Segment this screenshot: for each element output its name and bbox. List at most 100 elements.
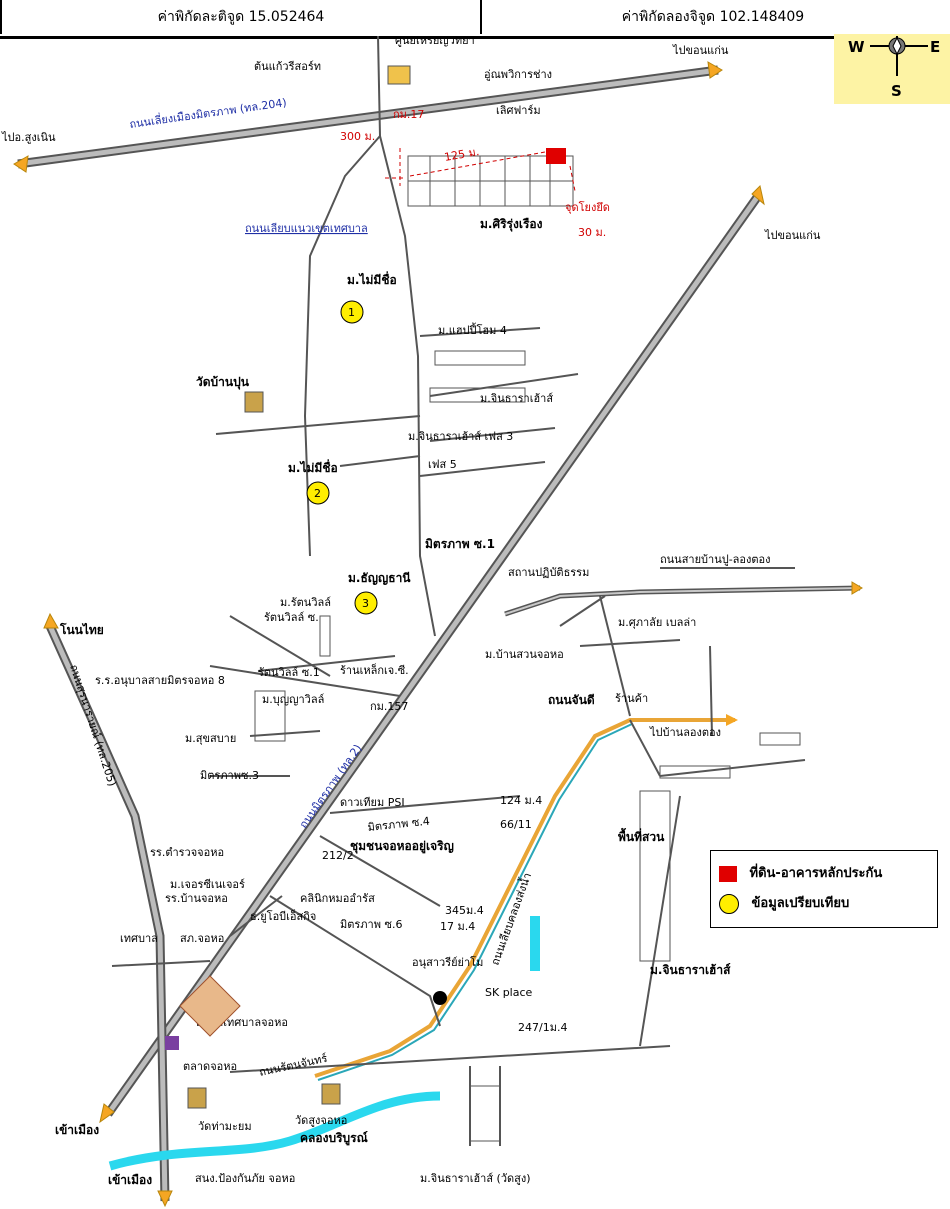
highway-2 (99, 185, 765, 1124)
road-chanthi-label: ถนนจันดี (548, 693, 595, 707)
place-resort: ต้นแก้วรีสอร์ท (254, 60, 321, 73)
place-bank: ธ.ยูโอบีเอ็สกิจ (250, 909, 316, 923)
place-kaewtien: ดาวเทียม PSI (340, 796, 405, 809)
compass-west: W (848, 38, 865, 56)
legend-comparable-label: ข้อมูลเปรียบเทียบ (751, 896, 850, 911)
place-khlong: คลองบริบูรณ์ (300, 1131, 368, 1146)
legend-subject-swatch (719, 865, 737, 882)
comparable-marker-3[interactable]: 3 (354, 591, 378, 615)
compass-south: S (891, 82, 902, 100)
place-rattanawin-soi: รัตนวิลล์ ซ. (264, 611, 319, 624)
place-siri: ม.ศิริรุ่งเรือง (480, 217, 543, 232)
place-garden: พื้นที่สวน (618, 827, 665, 844)
distance-300: 300 ม. (340, 130, 375, 143)
temple-icon (187, 1087, 207, 1109)
km17-label: กม.17 (393, 108, 424, 121)
place-noname-2: ม.ไม่มีชื่อ (288, 459, 338, 475)
to-city-1-label: เข้าเมือง (55, 1123, 99, 1137)
subject-property-marker (546, 148, 566, 164)
to-banlongtong-label: ไปบ้านลองตอง (649, 726, 721, 739)
addr-17: 17 ม.4 (440, 920, 475, 933)
place-jeravanich: ม.เจอรซีเนเจอร์ (170, 878, 245, 891)
subject-point-label: จุดโยงยึด (565, 200, 610, 214)
addr-66: 66/11 (500, 818, 532, 831)
svg-text:3: 3 (362, 597, 369, 610)
place-community: ชุมชนจอหออยู่เจริญ (350, 839, 454, 854)
place-shop: ร้านค้า (615, 692, 648, 705)
place-steel: ร้านเหล็กเจ.ซี. (340, 663, 409, 677)
place-wat-thamrong: วัดท่ามะยม (198, 1120, 252, 1133)
coordinates-header: ค่าพิกัดละติจูด 15.052464 ค่าพิกัดลองจิจ… (0, 0, 950, 39)
place-chinthara-wat: ม.จินธาราเฮ้าส์ (วัดสูง) (420, 1172, 531, 1185)
to-nonthai-label: โนนไทย (59, 622, 104, 637)
place-rattanawin-soi1: รัตนวิลล์ ซ.1 (258, 666, 320, 679)
temple-icon (321, 1083, 341, 1105)
place-chinthara-3: ม.จินธาราเฮ้าส์ เฟส 3 (408, 430, 513, 443)
road-banpu (504, 567, 863, 617)
place-skplace: SK place (485, 986, 533, 999)
place-top-building: ศูนย์เหรียญวิทยา (395, 36, 475, 47)
place-bansuan: ม.บ้านสวนจอหอ (485, 648, 564, 661)
temple-market-icon (179, 975, 241, 1037)
place-talad: ตลาดจอหอ (183, 1060, 237, 1073)
highway-204 (13, 61, 723, 173)
building-icon (387, 65, 411, 85)
distance-125: 125 ม. (443, 145, 480, 164)
addr-124: 124 ม.4 (500, 794, 542, 807)
place-boonyavilla: ม.บุญญาวิลล์ (262, 693, 324, 706)
place-chanyathani: ม.ธัญญธานี (348, 571, 411, 585)
place-supalai: ม.ศุภาลัย เบลล่า (618, 616, 696, 629)
longitude-label: ค่าพิกัดลองจิจูด 102.148409 (621, 9, 805, 25)
addr-345: 345ม.4 (445, 904, 484, 917)
distance-30: 30 ม. (578, 226, 606, 239)
to-khonkaen-top-label: ไปขอนแก่น (672, 44, 729, 57)
place-wat-sung: วัดสูงจอหอ (295, 1114, 347, 1127)
place-rattanawin: ม.รัตนวิลล์ (280, 596, 331, 609)
place-municipal: เทศบาล (120, 932, 158, 945)
map-legend: ที่ดิน-อาคารหลักประกัน ข้อมูลเปรียบเทียบ (710, 850, 938, 928)
place-disaster: สนง.ป้องกันภัย จอหอ (195, 1172, 295, 1185)
place-monument: อนุสาวรีย์ย่าโม (412, 955, 483, 969)
road-204-label: ถนนเลี่ยงเมืองมิตรภาพ (ทล.204) (128, 94, 287, 131)
compass-rose-icon: W E S (834, 34, 950, 104)
housing-blocks (254, 350, 801, 1142)
place-mittraphap-3: มิตรภาพซ.3 (200, 769, 259, 782)
monument-icon (433, 991, 447, 1005)
place-banchokho-school: รร.บ้านจอหอ (165, 892, 228, 905)
place-school: ร.ร.อนุบาลสายมิตรจอหอ 8 (95, 674, 225, 687)
legend-comparable: ข้อมูลเปรียบเทียบ (719, 891, 849, 917)
comparable-marker-1[interactable]: 1 (340, 300, 364, 324)
place-mittraphap-4: มิตรภาพ ซ.4 (367, 815, 430, 834)
legend-comparable-swatch (719, 893, 739, 914)
place-phase5: เฟส 5 (428, 458, 457, 471)
place-sukhsabai: ม.สุขสบาย (185, 732, 236, 745)
comparable-marker-2[interactable]: 2 (306, 481, 330, 505)
place-garage: อู่ณพวิการช่าง (484, 68, 552, 81)
addr-247: 247/1ม.4 (518, 1021, 567, 1034)
svg-text:2: 2 (314, 487, 321, 500)
addr-212: 212/2 (322, 849, 354, 862)
canal-khlong (108, 1091, 441, 1171)
legend-subject: ที่ดิน-อาคารหลักประกัน (719, 861, 882, 887)
place-practice: สถานปฏิบัติธรรม (508, 566, 589, 579)
place-chinthara-1: ม.จินธาราเฮ้าส์ (480, 392, 553, 405)
pond-icon (530, 916, 540, 971)
market-icon (165, 1036, 179, 1050)
svg-text:1: 1 (348, 306, 355, 319)
location-map: 1 2 3 ถนนเลี่ยงเมืองมิตรภาพ (ทล.204) ไปข… (1, 36, 863, 1208)
compass-east: E (930, 38, 940, 56)
place-chinthara-big: ม.จินธาราเฮ้าส์ (650, 963, 731, 977)
legend-subject-label: ที่ดิน-อาคารหลักประกัน (749, 866, 883, 881)
place-happyhome: ม.แฮปปี้โฮม 4 (438, 322, 507, 337)
local-roads (111, 36, 806, 1146)
place-police: สภ.จอหอ (180, 932, 224, 945)
highway-205 (43, 612, 173, 1208)
road-banpu-label: ถนนสายบ้านปู-ลองตอง (660, 553, 771, 566)
place-farm: เลิศฟาร์ม (496, 104, 541, 117)
place-police-school: รร.ตำรวจจอหอ (150, 846, 224, 859)
temple-icon (244, 391, 264, 413)
to-city-2-label: เข้าเมือง (108, 1173, 152, 1187)
subject-subdivision (385, 148, 576, 207)
canal-road (314, 714, 738, 1081)
place-wat-banpu: วัดบ้านปุน (196, 375, 250, 390)
